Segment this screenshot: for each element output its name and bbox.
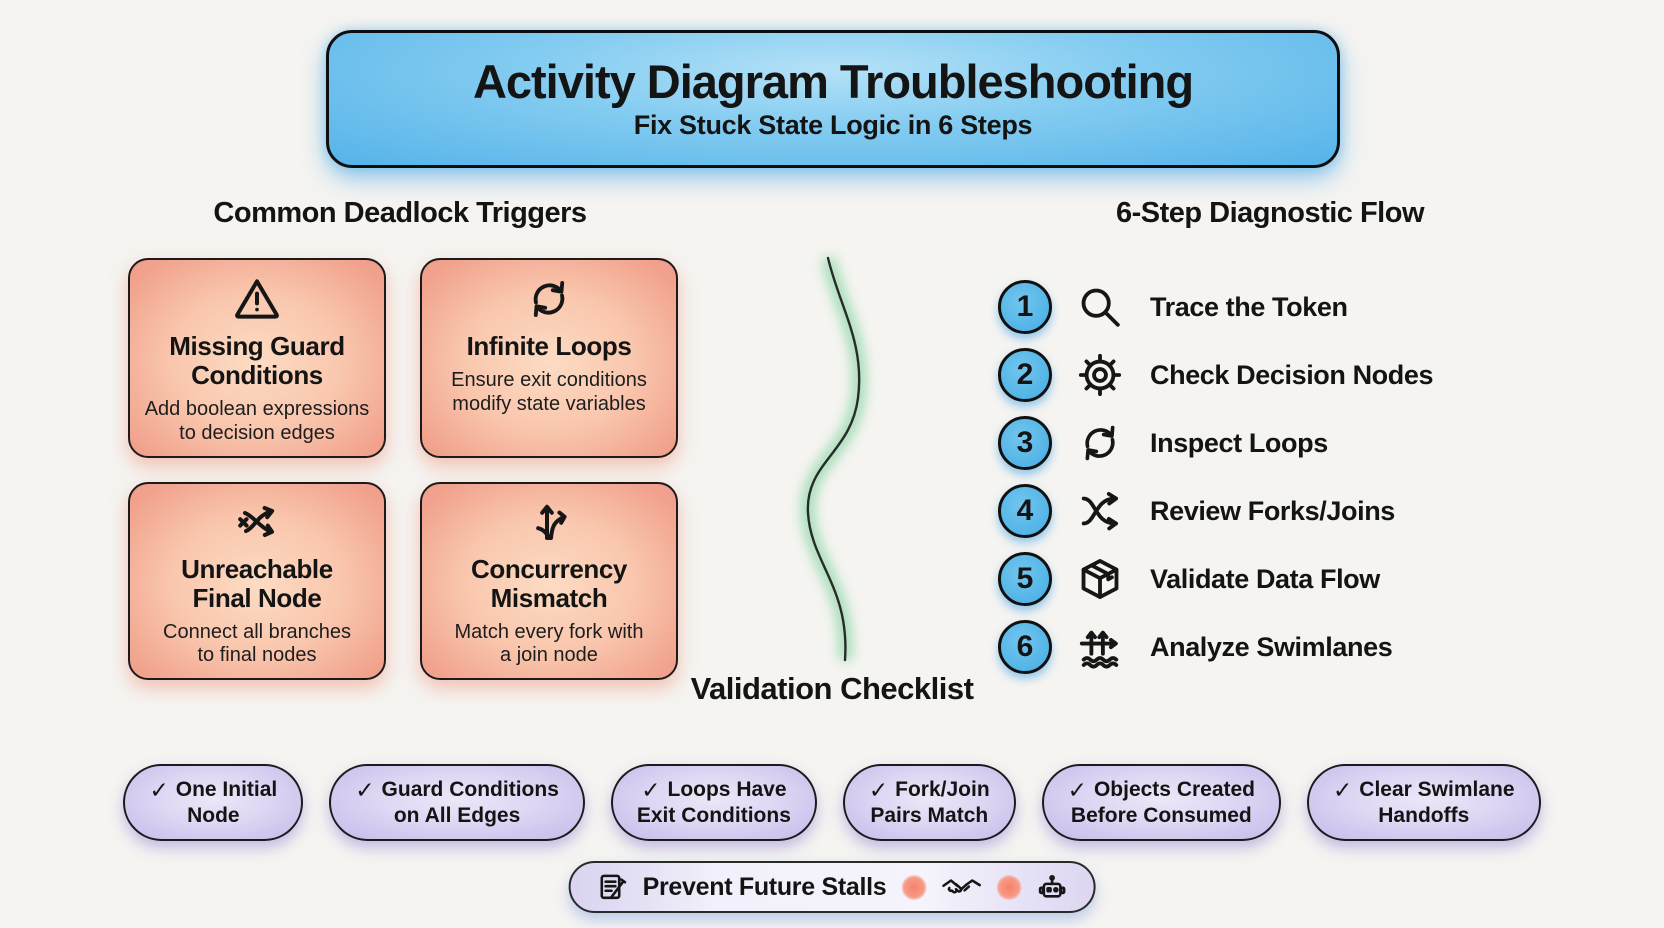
loop-cycle-icon	[526, 274, 572, 324]
step-number-badge: 5	[998, 552, 1052, 606]
step-number-badge: 6	[998, 620, 1052, 674]
loop-cycle-icon	[1074, 417, 1126, 469]
package-box-icon	[1074, 553, 1126, 605]
step-number-badge: 2	[998, 348, 1052, 402]
step-row-4: 4 Review Forks/Joins	[998, 484, 1433, 538]
checklist-pills-row: ✓One Initial Node ✓Guard Conditions on A…	[0, 764, 1664, 841]
red-dot	[996, 874, 1022, 900]
checklist-pill-fork-join-match: ✓Fork/Join Pairs Match	[842, 764, 1016, 841]
check-icon: ✓	[1067, 776, 1087, 803]
checklist-pill-swimlane-handoffs: ✓Clear Swimlane Handoffs	[1307, 764, 1541, 841]
step-label: Validate Data Flow	[1150, 563, 1380, 594]
page-subtitle: Fix Stuck State Logic in 6 Steps	[633, 110, 1033, 141]
check-icon: ✓	[868, 776, 889, 803]
memo-icon	[597, 872, 628, 903]
step-row-1: 1 Trace the Token	[998, 280, 1433, 334]
checklist-pill-loop-exits: ✓Loops Have Exit Conditions	[610, 764, 817, 841]
check-icon: ✓	[149, 776, 169, 803]
step-label: Trace the Token	[1150, 291, 1348, 322]
magnifier-icon	[1074, 281, 1126, 333]
unreachable-path-icon	[233, 498, 281, 547]
check-icon: ✓	[641, 776, 661, 803]
check-icon: ✓	[1333, 776, 1353, 803]
card-title: Infinite Loops	[466, 331, 632, 361]
fork-split-icon	[525, 498, 573, 547]
shuffle-arrows-icon	[1074, 485, 1126, 537]
warning-triangle-icon	[233, 274, 281, 324]
step-row-6: 6 Analyze Swimlanes	[998, 620, 1433, 674]
step-number-badge: 3	[998, 416, 1052, 470]
footer-label: Prevent Future Stalls	[642, 872, 887, 901]
diagnostic-section-heading: 6-Step Diagnostic Flow	[1115, 197, 1425, 229]
page-title: Activity Diagram Troubleshooting	[472, 54, 1194, 108]
handshake-icon	[941, 873, 981, 901]
step-number-badge: 4	[998, 484, 1052, 538]
step-row-2: 2 Check Decision Nodes	[998, 348, 1434, 402]
step-label: Check Decision Nodes	[1150, 359, 1434, 390]
diagnostic-steps-list: 1 Trace the Token 2 Check Decision Nodes…	[998, 280, 1434, 688]
robot-icon	[1036, 872, 1067, 903]
checklist-pill-objects-created: ✓Objects Created Before Consumed	[1041, 764, 1282, 841]
footer-bar: Prevent Future Stalls	[568, 861, 1096, 913]
step-number-badge: 1	[998, 280, 1052, 334]
header-banner: Activity Diagram Troubleshooting Fix Stu…	[326, 30, 1340, 168]
red-dot	[901, 874, 927, 900]
check-icon: ✓	[355, 776, 375, 803]
step-label: Inspect Loops	[1150, 427, 1328, 458]
swimlanes-icon	[1074, 621, 1126, 673]
checklist-heading: Validation Checklist	[690, 671, 974, 706]
step-row-3: 3 Inspect Loops	[998, 416, 1433, 470]
wavy-divider	[745, 248, 915, 678]
checklist-pill-one-initial-node: ✓One Initial Node	[123, 764, 304, 841]
step-row-5: 5 Validate Data Flow	[998, 552, 1433, 606]
triggers-section-heading: Common Deadlock Triggers	[213, 197, 587, 229]
gear-icon	[1074, 349, 1126, 401]
step-label: Analyze Swimlanes	[1150, 631, 1393, 662]
step-label: Review Forks/Joins	[1150, 495, 1395, 526]
checklist-pill-guard-conditions: ✓Guard Conditions on All Edges	[329, 764, 585, 841]
